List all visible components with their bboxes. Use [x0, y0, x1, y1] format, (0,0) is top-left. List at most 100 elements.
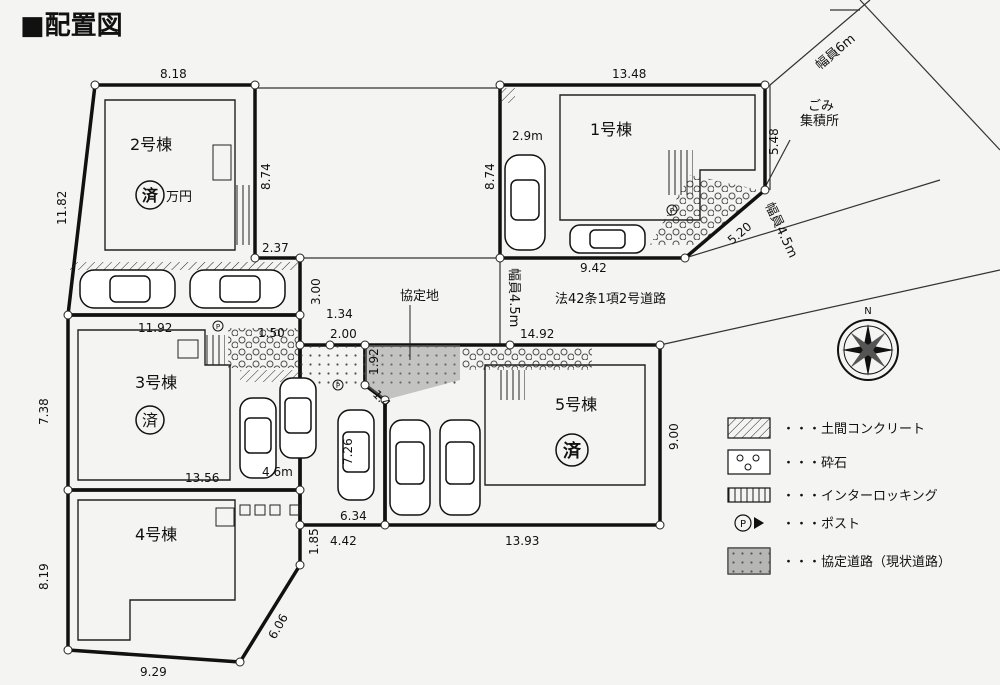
building-1-outline: [559, 94, 756, 221]
building-4-outline: [77, 499, 236, 641]
road-width-45-right: 幅員4.5m: [761, 200, 800, 260]
sold-badge-5: 済: [555, 433, 589, 467]
building-1-label: 1号棟: [590, 120, 632, 139]
legend-post-text: ・・・ポスト: [782, 517, 860, 532]
page-title: ■配置図: [20, 11, 123, 41]
road-width-45-center: 幅員4.5m: [506, 268, 521, 327]
concrete-3: [240, 370, 298, 382]
steps: [177, 144, 301, 527]
dim-150: 1.50: [258, 326, 285, 340]
car-3b: [279, 377, 317, 459]
dim-818: 8.18: [160, 67, 187, 81]
agreement-road-hatch-2: [330, 345, 460, 400]
dim-192: 1.92: [367, 348, 381, 375]
building-4-label: 4号棟: [135, 525, 177, 544]
sold-badge-2: 済: [135, 180, 165, 210]
dim-200: 2.00: [330, 327, 357, 341]
dim-874a: 8.74: [259, 163, 273, 190]
sold-badge-3: 済: [135, 405, 165, 435]
compass-icon: N: [837, 306, 899, 381]
legend: ・・・土間コンクリート ・・・砕石 ・・・インターロッキング P ・・・ポスト …: [727, 417, 951, 575]
dim-46m: 4.6m: [262, 465, 293, 479]
garbage-label-1: ごみ: [808, 98, 834, 114]
dim-1356: 13.56: [185, 471, 219, 485]
road-lines: [255, 0, 1000, 346]
building-2-outline: [104, 99, 236, 251]
concrete-corner: [500, 88, 515, 103]
svg-text:済: 済: [142, 411, 158, 430]
dim-634: 6.34: [340, 509, 367, 523]
car-5b: [439, 419, 481, 516]
dim-1492: 14.92: [520, 327, 554, 341]
car-2a: [79, 269, 176, 309]
lot-1-boundary: [498, 83, 767, 260]
gravel-5: [462, 348, 592, 370]
interlock-3: [205, 335, 225, 365]
svg-text:済: 済: [563, 440, 582, 462]
vertex-markers: [63, 80, 770, 667]
legend-agreement-text: ・・・協定道路（現状道路）: [782, 554, 951, 570]
compass-north-label: N: [864, 306, 871, 317]
legend-post-icon: P: [734, 514, 764, 532]
cars: [79, 154, 646, 516]
dim-29m: 2.9m: [512, 129, 543, 143]
dim-134: 1.34: [326, 307, 353, 321]
price-unit: 万円: [166, 190, 192, 205]
agreement-land-label: 協定地: [400, 289, 439, 304]
svg-text:P: P: [740, 519, 746, 530]
dim-900: 9.00: [667, 423, 681, 450]
dim-520: 5.20: [725, 219, 754, 247]
dimension-labels: 8.18 13.48 11.82 8.74 2.37 3.00 8.74 2.9…: [37, 67, 781, 679]
car-1b: [569, 224, 646, 254]
building-outlines: [77, 94, 756, 641]
legend-concrete-text: ・・・土間コンクリート: [782, 422, 925, 437]
dim-1393: 13.93: [505, 534, 539, 548]
gravel-1: [650, 175, 760, 245]
building-5-label: 5号棟: [555, 395, 597, 414]
building-3-label: 3号棟: [135, 373, 177, 392]
car-mid: [337, 409, 375, 501]
dim-548: 5.48: [767, 128, 781, 155]
legend-interlock-swatch: [727, 487, 771, 503]
legend-interlock-text: ・・・インターロッキング: [782, 489, 938, 504]
dim-300: 3.00: [309, 278, 323, 305]
building-2-label: 2号棟: [130, 135, 172, 154]
svg-text:P: P: [670, 207, 674, 215]
dim-442: 4.42: [330, 534, 357, 548]
svg-text:済: 済: [142, 186, 159, 205]
post-marks: P P P: [212, 204, 678, 391]
svg-text:P: P: [216, 323, 220, 331]
road-width-6m: 幅員6m: [813, 31, 859, 73]
dim-1348: 13.48: [612, 67, 646, 81]
interlock-2: [232, 185, 250, 245]
dim-726: 7.26: [341, 438, 355, 465]
car-5a: [389, 419, 431, 516]
svg-text:P: P: [336, 382, 340, 390]
car-2b: [189, 269, 286, 309]
dim-1182: 11.82: [55, 191, 69, 225]
dim-185: 1.85: [307, 528, 321, 555]
dim-1192: 11.92: [138, 321, 172, 335]
dim-819: 8.19: [37, 563, 51, 590]
interlock-5: [500, 370, 525, 400]
gravel-3: [228, 328, 298, 368]
legend-concrete-swatch: [727, 417, 771, 439]
car-1a: [504, 154, 546, 251]
garbage-label-2: 集積所: [800, 113, 839, 129]
interlock-1: [665, 150, 693, 195]
legend-gravel-text: ・・・砕石: [782, 456, 847, 471]
textures: [70, 88, 760, 400]
dim-874b: 8.74: [483, 163, 497, 190]
dim-738: 7.38: [37, 398, 51, 425]
agreement-road-hatch-1: [300, 345, 460, 390]
car-3a: [239, 397, 277, 479]
dim-929: 9.29: [140, 665, 167, 679]
legend-gravel-swatch: [727, 449, 771, 475]
road-law-label: 法42条1項2号道路: [555, 291, 666, 307]
concrete-2: [70, 262, 300, 270]
dim-237: 2.37: [262, 241, 289, 255]
dim-942: 9.42: [580, 261, 607, 275]
lot-4-boundary: [66, 488, 302, 664]
